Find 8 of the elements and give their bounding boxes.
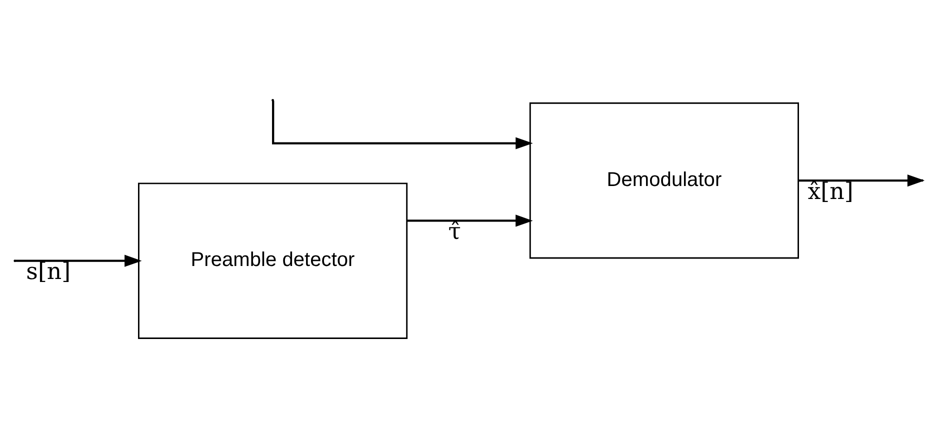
edge-label: x̂[n]	[808, 178, 854, 204]
edge-label: s[n]	[26, 258, 71, 285]
arrow	[406, 214, 533, 226]
node-box: Demodulator	[529, 102, 799, 258]
arrow	[272, 100, 533, 149]
edge-label: τ̂	[448, 218, 461, 245]
node-box: Preamble detector	[138, 182, 408, 338]
arrow	[16, 254, 142, 266]
